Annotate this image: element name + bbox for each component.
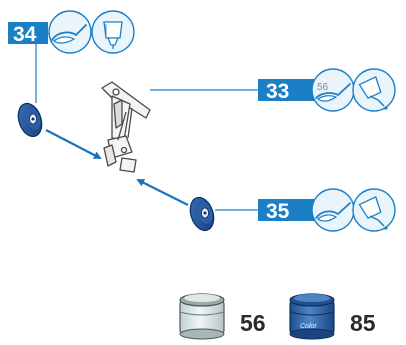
paint-legend: 56 Color 85: [179, 293, 376, 340]
paint-jar-icon: Color: [289, 293, 335, 340]
paint-code: 85: [350, 310, 376, 336]
paint-code: 56: [240, 310, 266, 336]
landing-gear-strut: [101, 81, 151, 173]
insert-arrow: [45, 129, 102, 159]
step-number: 35: [266, 200, 290, 223]
step-33-callout: 33 56: [150, 68, 396, 112]
left-wheel: [17, 102, 43, 138]
brush-icon: [311, 188, 355, 232]
insert-arrow: [136, 179, 189, 206]
step-banner: [258, 199, 318, 221]
step-number: 34: [13, 23, 37, 46]
glue-tube-icon: [352, 68, 396, 112]
brush-icon: [48, 10, 92, 54]
brush-icon: 56: [311, 68, 355, 112]
step-banner: [8, 22, 48, 44]
glue-tube-icon: [91, 10, 135, 54]
step-banner: [258, 79, 318, 101]
step-number: 33: [266, 80, 289, 103]
jar-label: Color: [300, 323, 317, 330]
step-35-callout: 35: [215, 188, 396, 232]
paint-jar-icon: [179, 293, 225, 340]
glue-tube-icon: [352, 188, 396, 232]
step-34-callout: 34: [8, 10, 135, 103]
paint-code-label: 56: [317, 82, 329, 93]
right-wheel: [189, 196, 215, 232]
